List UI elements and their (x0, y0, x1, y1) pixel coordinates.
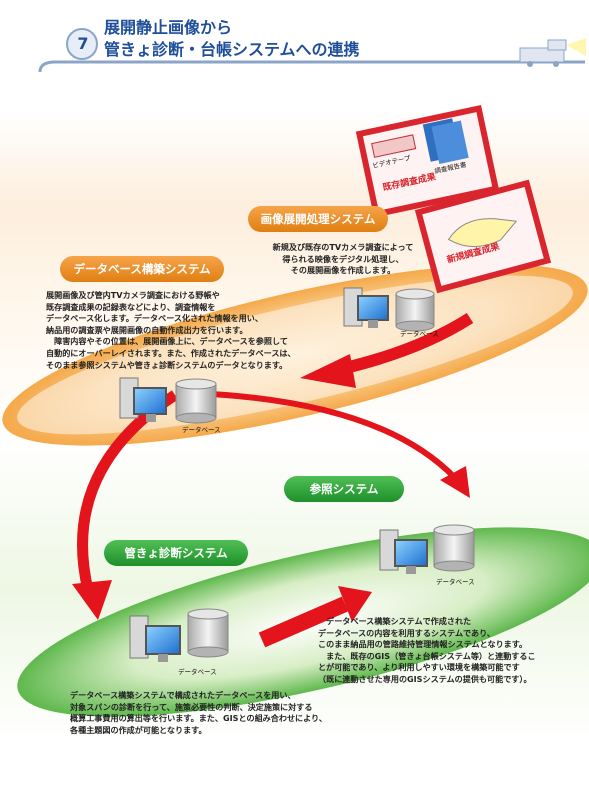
arrow-processing-to-database (300, 312, 474, 388)
chapter-badge (66, 28, 98, 60)
reference-text: データベース構築システムで作成された データベースの内容を利用するシステムであり… (318, 616, 536, 684)
image-processing-title: 画像展開処理システム (248, 206, 388, 232)
truck-icon (519, 38, 586, 67)
existing-results-card (355, 105, 500, 218)
computer-icon-reference (379, 529, 428, 574)
db-label-processing: データベース (400, 330, 439, 338)
db-label-database-build: データベース (182, 426, 221, 434)
page-title-line2: 管きょ診断・台帳システムへの連携 (104, 40, 360, 59)
image-processing-text: 新規及び既存のTVカメラ調査によって 得られる映像をデジタル処理し、 その展開画… (272, 242, 414, 276)
arrow-database-to-reference (189, 390, 470, 498)
header-line (38, 60, 585, 73)
database-cylinder-database-build (175, 378, 217, 424)
database-cylinder-diagnosis (187, 608, 229, 658)
diagnosis-text: データベース構築システムで構成されたデータベースを用い、 対象スパンの診断を行っ… (70, 690, 327, 735)
page-title-line1: 展開静止画像から (104, 18, 233, 37)
chapter-number: 7 (77, 34, 89, 53)
database-build-text: 展開画像及び管内TVカメラ調査における野帳や 既存調査成果の記録表などにより、調… (46, 290, 296, 370)
new-results-card (414, 179, 552, 294)
db-label-reference: データベース (436, 578, 475, 586)
diagnosis-title: 管きょ診断システム (104, 540, 248, 566)
computer-icon-diagnosis (129, 615, 181, 662)
reference-title: 参照システム (284, 476, 404, 502)
database-cylinder-reference (433, 524, 475, 572)
computer-icon-database-build (119, 377, 167, 422)
database-build-title: データベース構築システム (60, 256, 224, 282)
arrow-diagnosis-to-reference (258, 586, 372, 648)
database-cylinder-processing (395, 288, 435, 332)
computer-icon-processing (343, 287, 389, 328)
db-label-diagnosis: データベース (178, 668, 217, 676)
